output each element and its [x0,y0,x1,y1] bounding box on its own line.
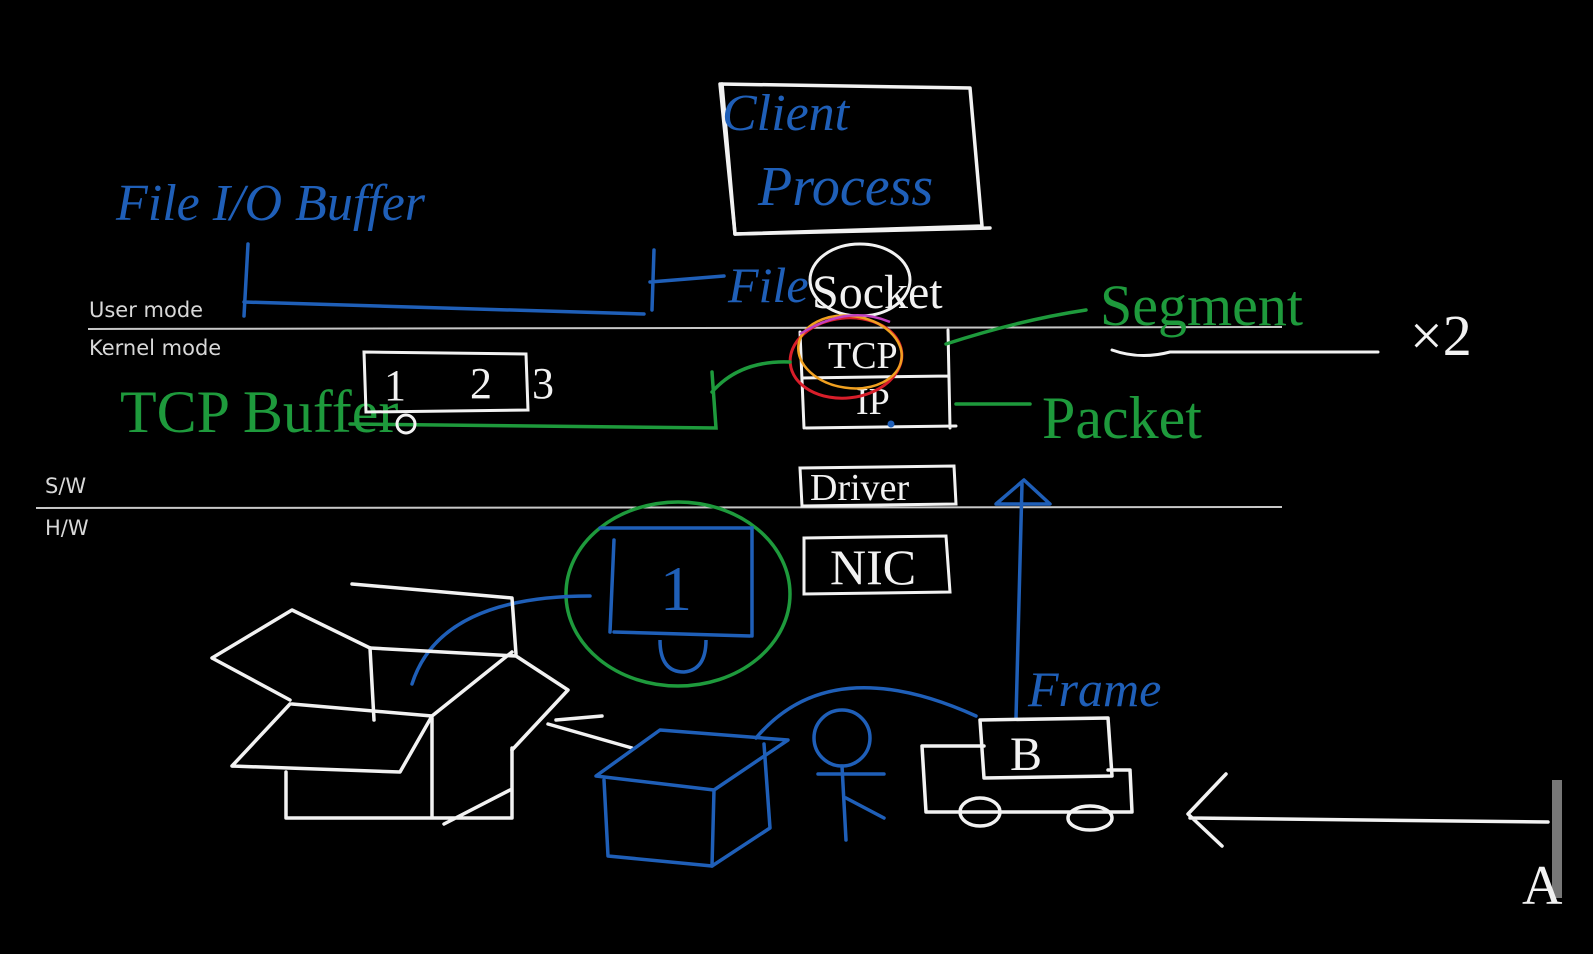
stick-figure-icon [812,708,886,842]
user-kernel-divider [87,326,1283,330]
nic-box [802,534,952,596]
ip-dot [887,420,895,428]
truck-box-text: B [1010,728,1042,781]
segment-underline [1110,348,1380,357]
process-text: Process [757,156,933,218]
frame-arrow [994,478,1052,720]
socket-text: Socket [812,266,943,319]
tcp-ip-stack [798,328,958,430]
tcp-layer-text: TCP [828,335,898,377]
packet-text: Packet [1042,385,1202,451]
user-mode-label: User mode [89,298,204,322]
times-two-text: ×2 [1410,303,1472,368]
nic-to-boxes-arrow [410,594,592,686]
file-io-buffer-bracket [242,242,646,318]
nic-text: NIC [830,539,916,595]
sw-hw-divider [35,506,1283,509]
nic-buffer-cell: 1 [660,553,692,624]
file-io-buffer-text: File I/O Buffer [115,175,426,232]
tcp-buffer-text: TCP Buffer [120,379,398,445]
tcp-buffer-box [362,350,530,414]
nic-buffer-lower-cell [658,639,708,674]
truck-icon [920,716,1134,832]
client-text: Client [722,85,851,142]
incoming-arrow [1186,772,1550,848]
nic-buffer-circle [564,500,792,688]
file-text: File [727,257,809,313]
tcp-highlight-magenta [799,314,891,336]
file-connector [648,248,726,312]
client-process-box [718,82,992,236]
nic-buffer-bracket [598,526,754,638]
kernel-mode-label: Kernel mode [89,336,222,360]
tcp-buffer-cell-3: 3 [532,359,554,408]
open-boxes-icon [210,582,634,826]
driver-box [798,464,958,508]
edge-scrollbar [1552,780,1562,898]
edge-letter: A [1522,855,1563,917]
software-label: S/W [45,474,87,498]
tcp-buffer-dot [395,413,417,435]
tcp-buffer-bracket [348,360,792,430]
segment-connector [944,308,1088,346]
package-box-icon [594,686,978,868]
segment-text: Segment [1100,273,1303,338]
frame-text: Frame [1027,661,1161,717]
hardware-label: H/W [45,516,89,540]
tcp-buffer-cell-2: 2 [470,359,492,408]
tcp-buffer-cell-1: 1 [384,361,406,410]
driver-text: Driver [810,467,910,509]
